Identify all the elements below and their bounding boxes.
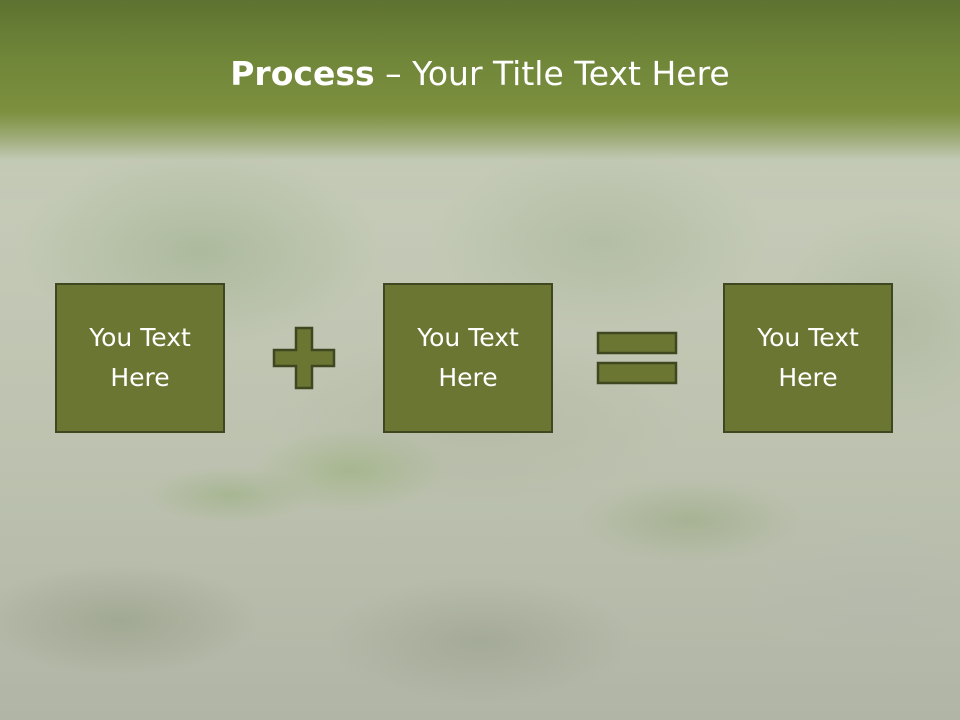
header-band (0, 0, 960, 160)
process-box-2-text: You Text Here (398, 318, 538, 398)
title-rest: Your Title Text Here (412, 54, 730, 93)
process-box-3-text: You Text Here (738, 318, 878, 398)
process-box-3[interactable]: You Text Here (723, 283, 893, 433)
plus-icon (272, 326, 336, 390)
process-box-1[interactable]: You Text Here (55, 283, 225, 433)
process-box-2-line1: You Text (417, 323, 519, 352)
title-strong: Process (230, 54, 375, 93)
slide-title[interactable]: Process – Your Title Text Here (0, 50, 960, 98)
equals-icon (596, 331, 678, 385)
process-box-2[interactable]: You Text Here (383, 283, 553, 433)
title-separator: – (374, 54, 413, 93)
process-box-1-line1: You Text (89, 323, 191, 352)
process-box-3-line1: You Text (757, 323, 859, 352)
process-box-1-text: You Text Here (70, 318, 210, 398)
process-box-3-line2: Here (778, 363, 838, 392)
process-box-2-line2: Here (438, 363, 498, 392)
process-box-1-line2: Here (110, 363, 170, 392)
